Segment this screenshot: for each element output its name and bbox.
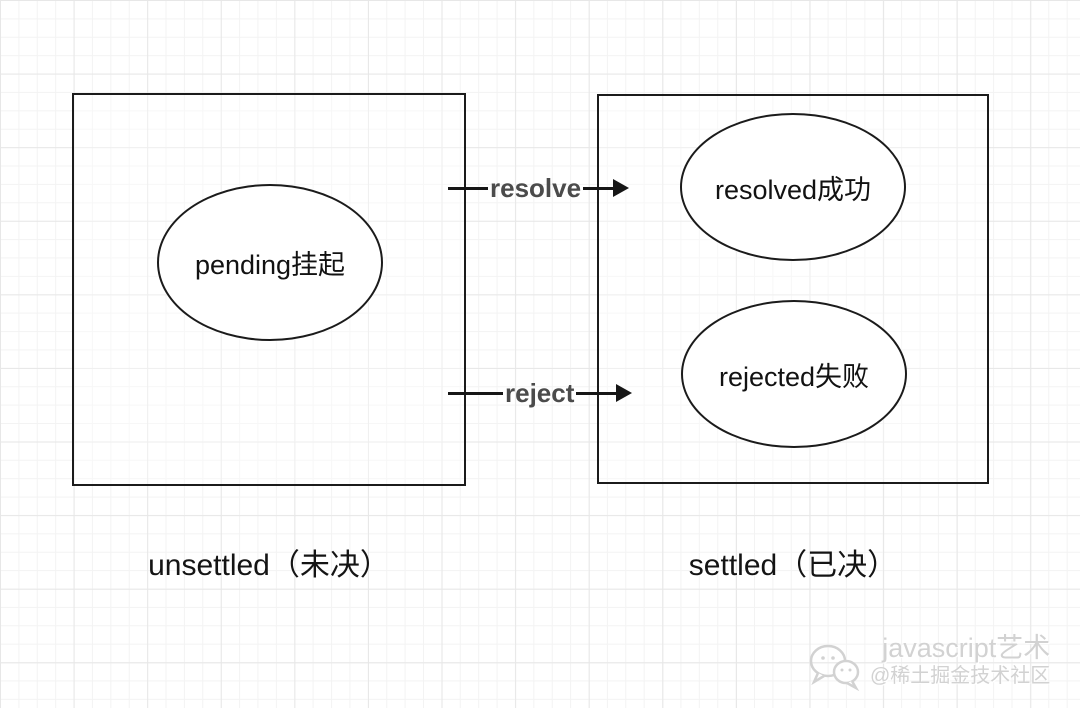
unsettled-caption: unsettled（未决）: [148, 549, 390, 582]
watermark-subtitle: @稀土掘金技术社区: [870, 664, 1051, 687]
arrowhead-icon: [613, 179, 630, 197]
watermark-text: javascript艺术 @稀土掘金技术社区: [870, 633, 1051, 687]
arrow-line: [576, 391, 617, 395]
pending-node: pending挂起: [157, 184, 383, 341]
reject-transition-arrow: reject: [448, 376, 633, 410]
reject-transition-label: reject: [505, 378, 575, 408]
rejected-node: rejected失败: [681, 300, 907, 448]
arrow-line: [583, 186, 614, 190]
resolved-node: resolved成功: [680, 113, 906, 261]
watermark-title: javascript艺术: [882, 633, 1051, 663]
arrowhead-icon: [616, 384, 633, 402]
settled-caption: settled（已决）: [688, 549, 898, 582]
pending-node-label: pending挂起: [194, 250, 346, 280]
resolve-transition-label: resolve: [490, 173, 582, 203]
resolve-transition-arrow: resolve: [448, 171, 630, 205]
watermark: javascript艺术 @稀土掘金技术社区: [806, 633, 1051, 697]
arrow-line: [448, 391, 503, 395]
rejected-node-label: rejected失败: [718, 361, 870, 392]
wechat-icon: [806, 640, 864, 697]
arrow-line: [448, 186, 488, 190]
resolved-node-label: resolved成功: [714, 174, 872, 205]
